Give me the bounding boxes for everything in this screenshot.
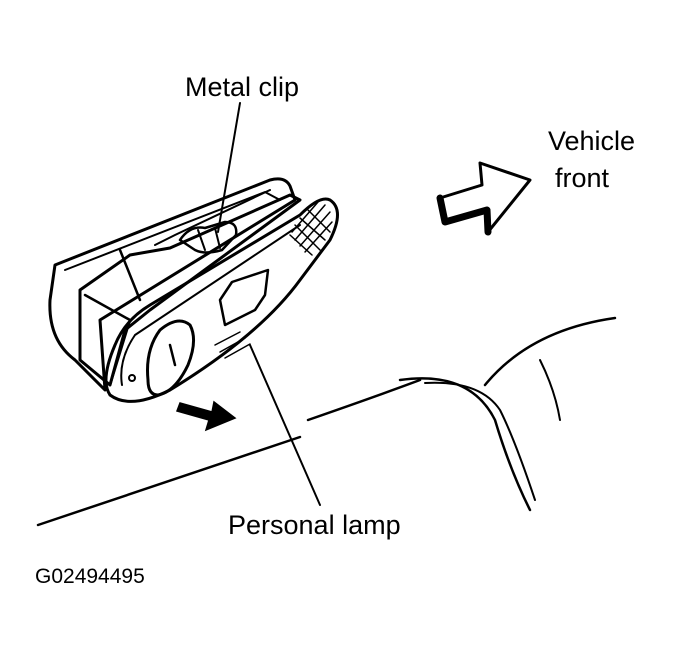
- mounting-plate: [48, 177, 297, 392]
- housing-top-edge: [154, 189, 271, 246]
- metal-clip-detail: [197, 227, 221, 251]
- lamp-window: [218, 268, 270, 327]
- pillar-outer-curve: [398, 377, 532, 512]
- pillar-line: [306, 378, 422, 422]
- pillar-trim-curve: [483, 316, 617, 387]
- switch-line: [168, 343, 177, 367]
- headliner-edge-line: [36, 435, 302, 527]
- lamp-housing: [78, 193, 302, 387]
- lens-hatching: [214, 331, 251, 359]
- vehicle-front-label-line1: Vehicle: [548, 126, 636, 156]
- vehicle-front-arrow-shadow: [436, 194, 492, 236]
- personal-lamp-leader: [249, 344, 321, 506]
- diffuser-grid: [289, 201, 333, 256]
- pillar-inner-curve: [424, 381, 536, 501]
- mounting-plate-inner: [64, 191, 281, 271]
- screw-dot: [128, 374, 136, 382]
- pillar-small-curve: [539, 359, 561, 421]
- lens-inner-edge: [120, 224, 301, 386]
- metal-clip-shape: [178, 220, 238, 254]
- vehicle-front-label-line2: front: [555, 163, 610, 193]
- metal-clip-leader: [217, 102, 241, 233]
- lamp-switch: [146, 319, 195, 397]
- personal-lamp-label: Personal lamp: [228, 510, 401, 540]
- housing-edge: [83, 248, 142, 387]
- metal-clip-label: Metal clip: [185, 72, 300, 102]
- figure-code: G02494495: [35, 565, 145, 588]
- removal-direction-arrow-icon: [176, 400, 237, 432]
